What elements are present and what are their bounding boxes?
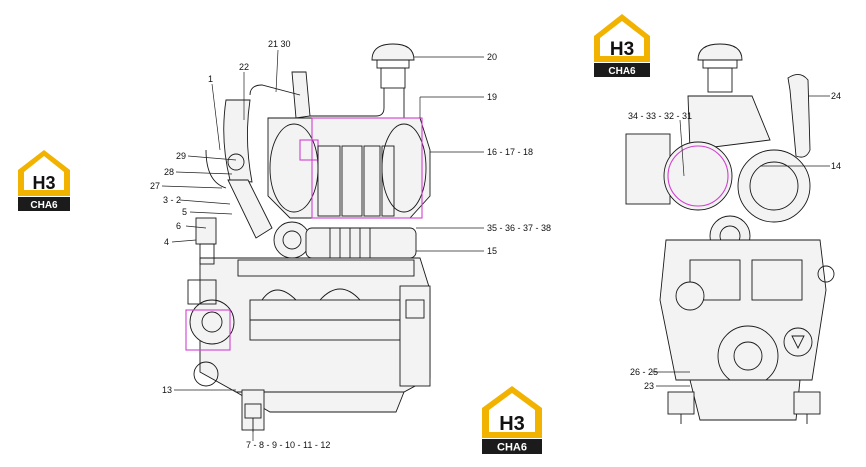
label-5: 5 (182, 207, 187, 217)
label-1: 1 (208, 74, 213, 84)
label-24: 24 (831, 91, 841, 101)
label-27: 27 (150, 181, 160, 191)
leader-lines (161, 49, 830, 441)
logo-center-mark: H3 (499, 413, 525, 435)
engine-front-view (625, 43, 835, 424)
brand-logo-left: H3 CHA6 (18, 150, 70, 211)
label-3-2: 3 - 2 (163, 195, 181, 205)
label-6: 6 (176, 221, 181, 231)
label-22: 22 (239, 62, 249, 72)
label-35-36-37-38: 35 - 36 - 37 - 38 (487, 223, 551, 233)
logo-right-mark: H3 (610, 39, 634, 60)
logo-left-text: CHA6 (30, 200, 58, 211)
label-19: 19 (487, 92, 497, 102)
label-28: 28 (164, 167, 174, 177)
label-14: 14 (831, 161, 841, 171)
label-26-25: 26 - 25 (630, 367, 658, 377)
brand-logo-right: H3 CHA6 (594, 14, 650, 77)
logo-right-text: CHA6 (608, 66, 636, 77)
engine-side-view (185, 43, 431, 432)
label-13: 13 (162, 385, 172, 395)
part-labels: 21 30 22 1 20 19 29 28 27 3 - 2 5 6 4 16… (150, 39, 841, 450)
label-20: 20 (487, 52, 497, 62)
brand-logo-center: H3 CHA6 (482, 386, 542, 454)
label-4: 4 (164, 237, 169, 247)
label-21-30: 21 30 (268, 39, 291, 49)
label-16-17-18: 16 - 17 - 18 (487, 147, 533, 157)
logo-center-text: CHA6 (497, 442, 527, 454)
label-23: 23 (644, 381, 654, 391)
label-7-12: 7 - 8 - 9 - 10 - 11 - 12 (246, 440, 330, 450)
label-15: 15 (487, 246, 497, 256)
label-34-33-32-31: 34 - 33 - 32 - 31 (628, 111, 692, 121)
label-29: 29 (176, 151, 186, 161)
logo-left-mark: H3 (32, 173, 55, 193)
